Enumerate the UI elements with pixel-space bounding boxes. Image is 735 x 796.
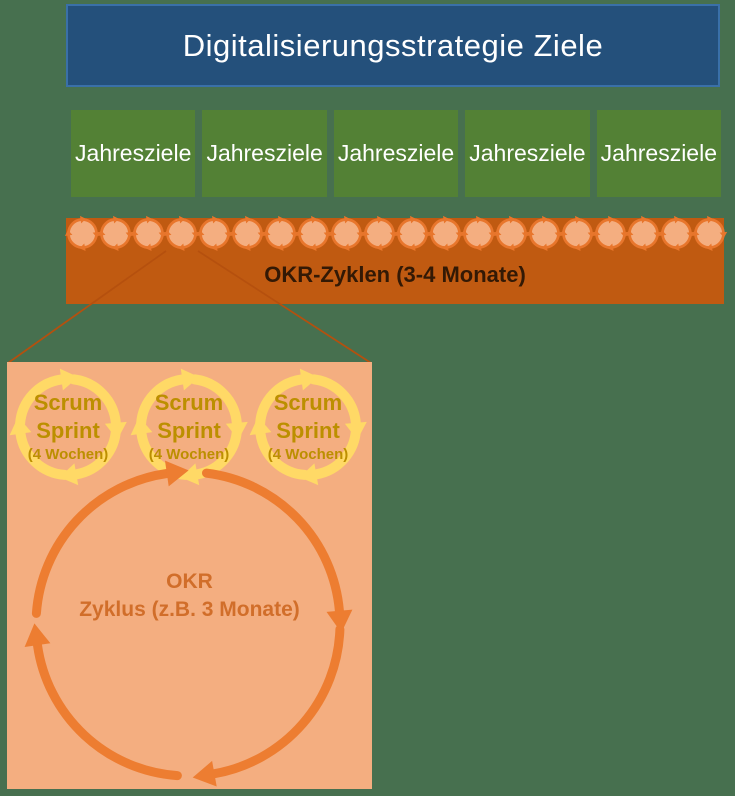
cycle-arrows-icon — [691, 215, 728, 251]
scrum-sprint-title: Scrum — [154, 390, 224, 415]
cycle-arrows-icon — [592, 215, 629, 251]
scrum-sprint-title: Scrum — [273, 390, 343, 415]
annual-goal-label: Jahresziele — [206, 140, 323, 166]
annual-goal-label: Jahresziele — [337, 140, 455, 166]
cycle-arrows-icon — [427, 215, 464, 251]
okr-cycle-bar: OKR-Zyklen (3-4 Monate) — [64, 215, 728, 304]
annual-goal-label: Jahresziele — [75, 140, 192, 166]
scrum-sprint-subtitle: Sprint — [276, 418, 340, 443]
annual-goal-box: Jahresziele — [202, 110, 327, 197]
annual-goals-row: Jahresziele Jahresziele Jahresziele Jahresz… — [71, 110, 722, 197]
okr-cycle-subtitle: Zyklus (z.B. 3 Monate) — [79, 598, 300, 621]
cycle-arrows-icon — [394, 215, 431, 251]
cycle-arrows-icon — [262, 215, 299, 251]
annual-goal-label: Jahresziele — [600, 140, 717, 166]
page-title: Digitalisierungsstrategie Ziele — [182, 27, 604, 63]
cycle-arrows-icon — [196, 215, 233, 251]
annual-goal-box: Jahresziele — [71, 110, 196, 197]
scrum-sprint-duration: (4 Wochen) — [267, 446, 349, 463]
okr-cycle-arrows-icon — [24, 460, 353, 787]
cycle-arrows-icon — [493, 215, 530, 251]
cycle-arrows-icon — [625, 215, 662, 251]
cycle-arrows-icon — [460, 215, 497, 251]
sprint-cycle-arrows-icon — [9, 368, 127, 486]
okr-cycle-label: OKR Zyklus (z.B. 3 Monate) — [7, 568, 372, 624]
cycle-arrows-icon — [64, 215, 101, 251]
scrum-sprint-duration: (4 Wochen) — [27, 446, 109, 463]
annual-goal-box: Jahresziele — [465, 110, 590, 197]
annual-goal-box: Jahresziele — [596, 110, 722, 197]
cycle-arrows-icon — [658, 215, 695, 251]
cycle-arrows-icon — [229, 215, 266, 251]
scrum-sprint-duration: (4 Wochen) — [148, 446, 230, 463]
title-banner: Digitalisierungsstrategie Ziele — [66, 4, 720, 87]
sprint-cycle-arrows-icon — [249, 368, 367, 486]
scrum-sprint-subtitle: Sprint — [36, 418, 100, 443]
cycle-arrows-icon — [130, 215, 167, 251]
okr-bar-label: OKR-Zyklen (3-4 Monate) — [264, 262, 526, 287]
cycle-arrows-icon — [295, 215, 332, 251]
cycle-icons-row — [64, 215, 728, 251]
annual-goal-box: Jahresziele — [333, 110, 459, 197]
cycle-arrows-icon — [559, 215, 596, 251]
okr-cycle-title: OKR — [166, 570, 213, 593]
scrum-sprint-title: Scrum — [33, 390, 103, 415]
cycle-arrows-icon — [361, 215, 398, 251]
cycle-arrows-icon — [328, 215, 365, 251]
cycle-arrows-icon — [163, 215, 200, 251]
annual-goal-label: Jahresziele — [469, 140, 586, 166]
scrum-sprint-subtitle: Sprint — [157, 418, 221, 443]
cycle-arrows-icon — [97, 215, 134, 251]
cycle-arrows-icon — [526, 215, 563, 251]
